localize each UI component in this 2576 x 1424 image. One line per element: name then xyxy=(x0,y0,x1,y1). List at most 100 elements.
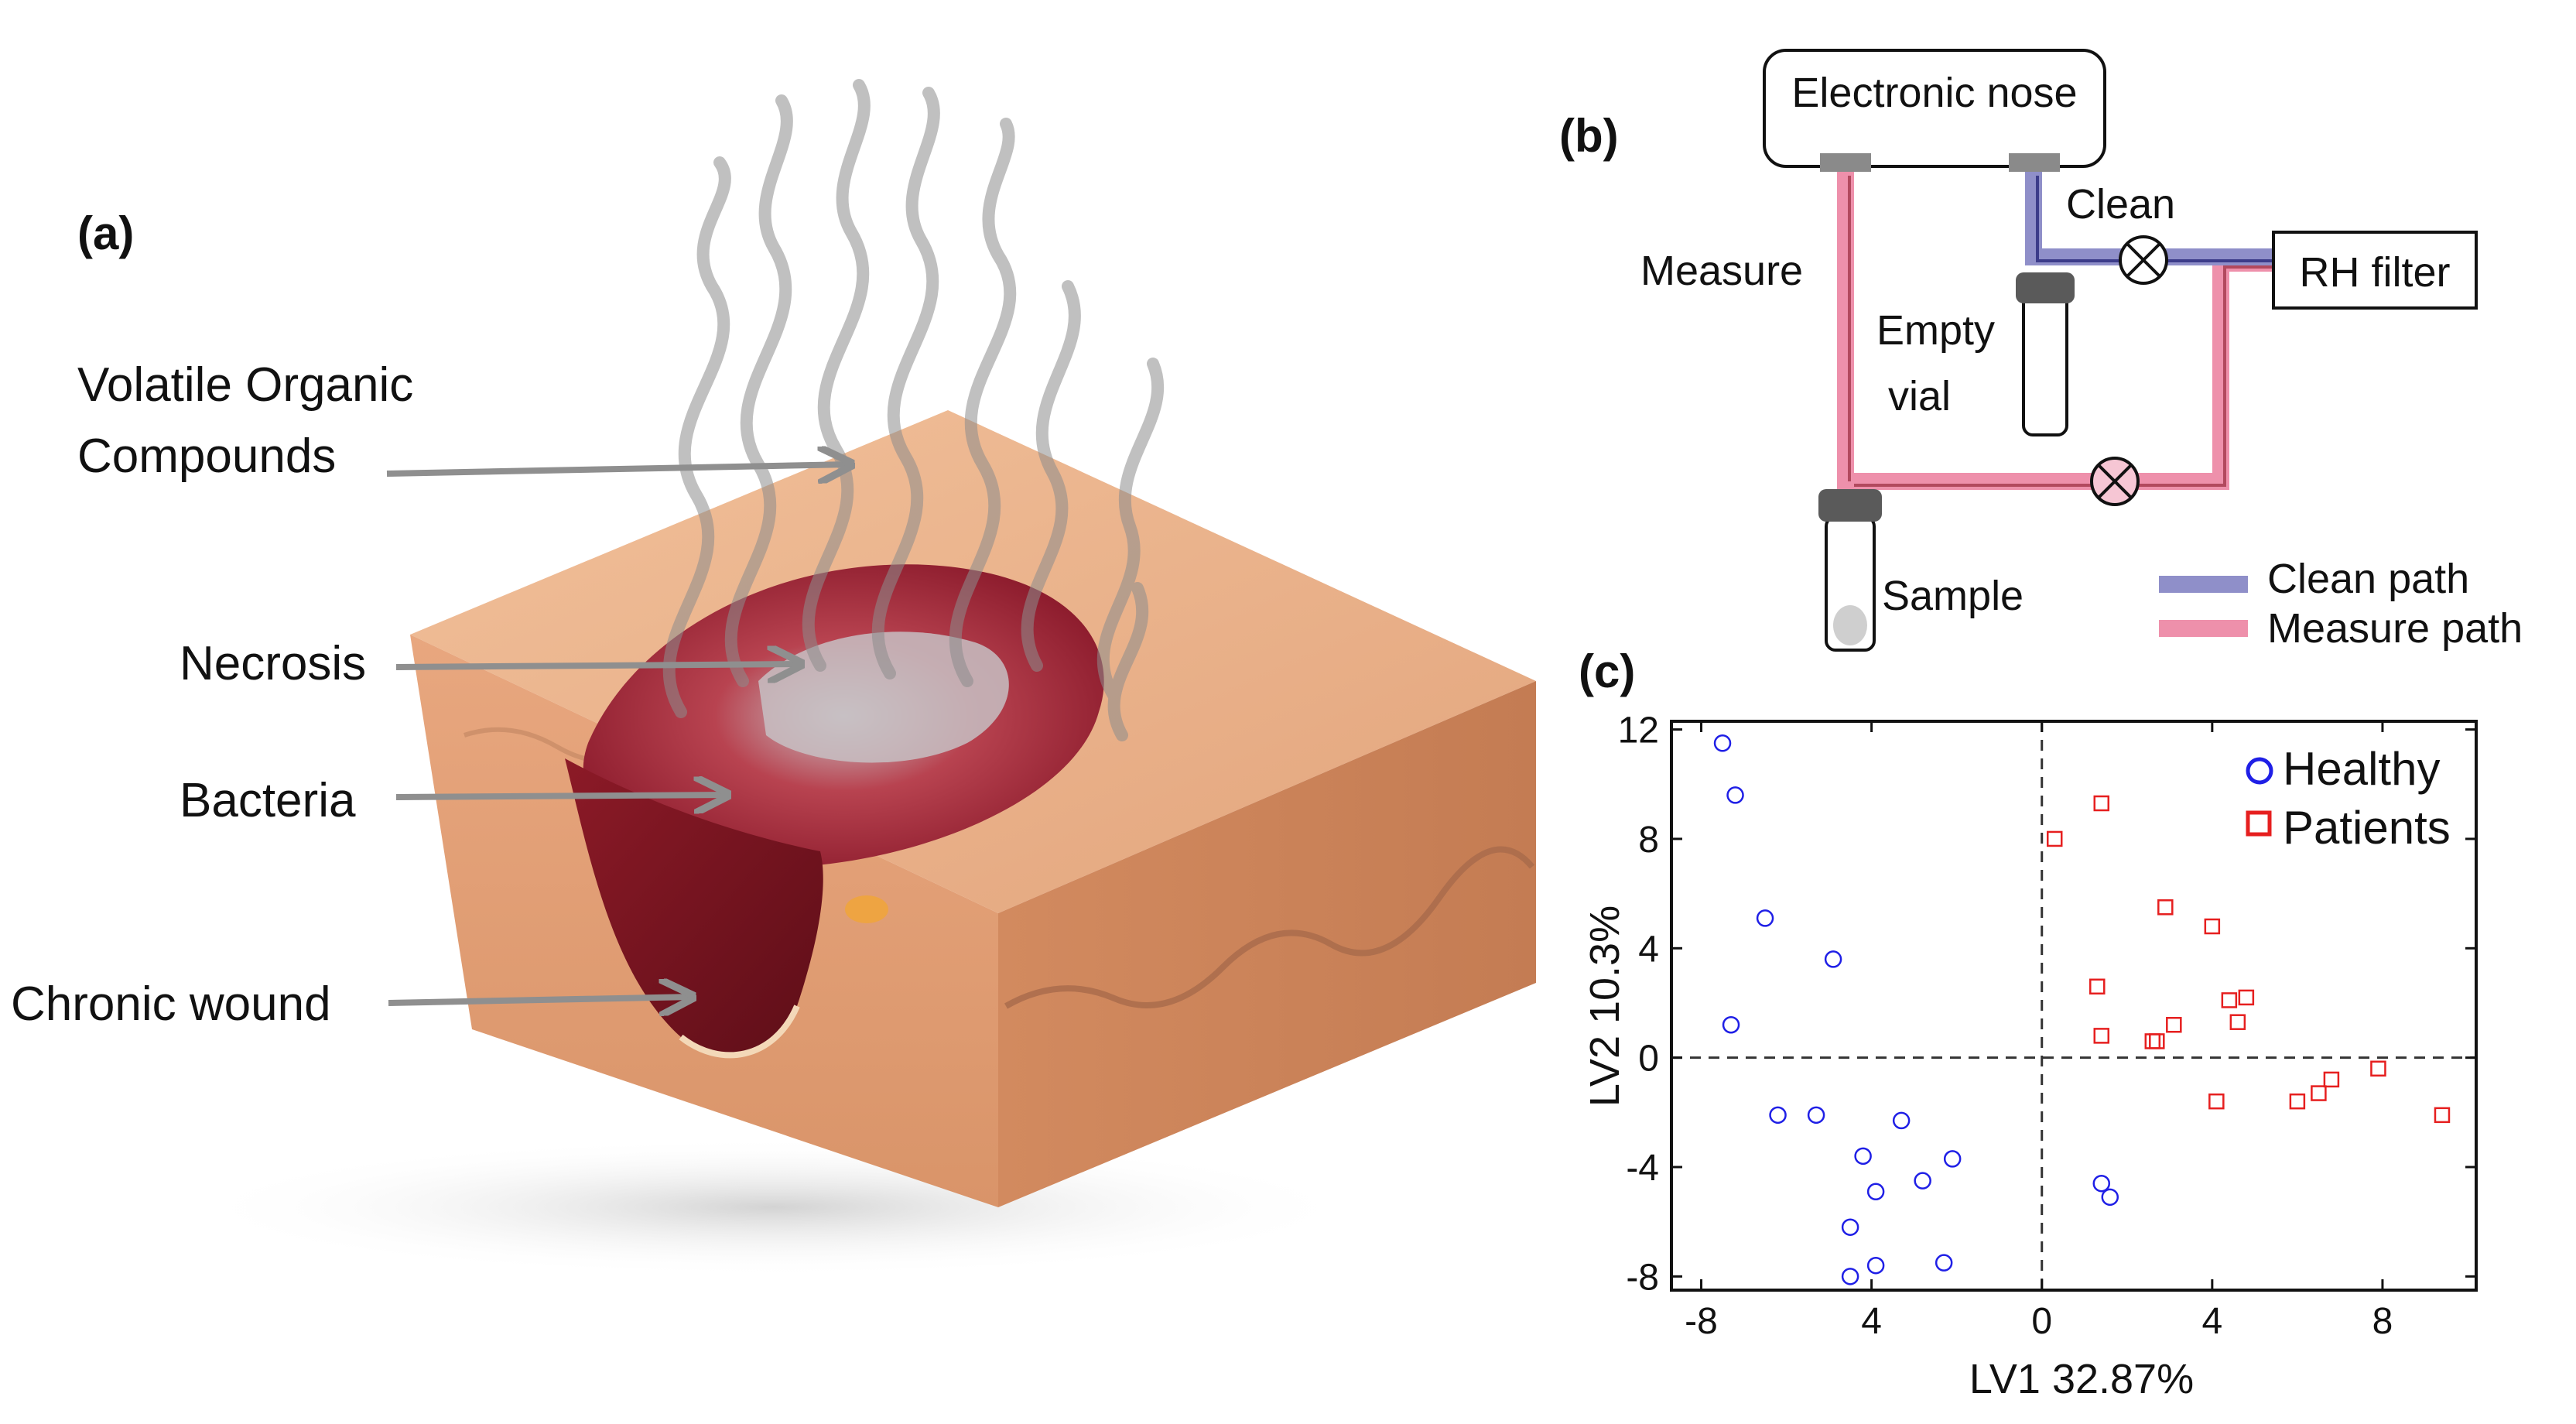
clean-valve-icon xyxy=(2119,235,2168,285)
clean-label: Clean xyxy=(2066,181,2175,228)
vapor-wisps xyxy=(662,79,1164,741)
y-tick-label: 4 xyxy=(1638,929,1659,970)
healthy-point xyxy=(1722,1015,1740,1034)
healthy-point xyxy=(1841,1218,1859,1236)
legend-healthy-marker xyxy=(2246,757,2273,785)
healthy-point xyxy=(1935,1254,1953,1272)
electronic-nose-label: Electronic nose xyxy=(1791,70,2077,116)
patients-point xyxy=(2434,1107,2451,1124)
rh-filter-box xyxy=(2272,231,2478,310)
y-axis-label: LV2 10.3% xyxy=(1582,905,1628,1107)
y-tick-label: -4 xyxy=(1626,1148,1659,1189)
patients-point xyxy=(2221,992,2238,1008)
panel-a: (a) Volatile Organic Compounds Necrosis … xyxy=(11,79,1536,1277)
empty-vial-icon xyxy=(2016,272,2075,436)
y-tick-label: -8 xyxy=(1626,1257,1659,1298)
sample-label: Sample xyxy=(1882,573,2024,619)
electronic-nose-box xyxy=(1763,49,2106,168)
patients-point xyxy=(2229,1014,2246,1030)
ground-shadow xyxy=(186,1138,1362,1277)
plot-frame xyxy=(1670,720,2478,1292)
x-axis-label: LV1 32.87% xyxy=(1969,1356,2194,1402)
measure-valve-icon xyxy=(2090,457,2140,506)
patients-point xyxy=(2323,1071,2340,1088)
legend-measure-path: Measure path xyxy=(2267,605,2523,652)
necrosis-arrow xyxy=(395,664,801,667)
healthy-point xyxy=(1854,1147,1872,1166)
y-tick-label: 8 xyxy=(1638,820,1659,861)
empty-vial-label: Empty xyxy=(1876,307,1995,354)
patients-point xyxy=(2208,1093,2225,1110)
healthy-point xyxy=(2101,1188,2119,1207)
healthy-point xyxy=(1713,734,1732,752)
bacteria-spot xyxy=(845,895,888,923)
reference-lines xyxy=(1671,721,2476,1290)
empty-vial-label: vial xyxy=(1888,373,1951,419)
chronic-wound-cavity xyxy=(565,758,823,1056)
healthy-point xyxy=(1914,1172,1931,1190)
bacteria-arrow xyxy=(395,795,727,797)
legend-clean-path: Clean path xyxy=(2267,556,2469,602)
healthy-point xyxy=(1841,1268,1859,1285)
x-tick-label: -8 xyxy=(1685,1301,1718,1342)
x-tick-label: 8 xyxy=(2372,1301,2393,1342)
healthy-point xyxy=(2092,1174,2111,1193)
clean-path xyxy=(2025,172,2277,265)
callout-arrows xyxy=(386,464,851,1003)
patients-point xyxy=(2093,1028,2110,1044)
chronic-wound-rim xyxy=(679,1005,800,1059)
patients-point xyxy=(2149,1033,2165,1049)
patients-point xyxy=(2289,1093,2306,1110)
panel-c: (c) -8 4 0 4 8 12 8 4 0 -4 -8 LV1 32.87% LV2 10.3%… xyxy=(1579,645,2478,1402)
panel-b-label: (b) xyxy=(1559,110,1619,162)
measure-label: Measure xyxy=(1640,248,1803,294)
patients-point xyxy=(2157,899,2174,916)
patients-point xyxy=(2166,1016,2182,1033)
healthy-point xyxy=(1769,1106,1787,1124)
x-tick-label: 4 xyxy=(1861,1301,1882,1342)
healthy-point xyxy=(1943,1150,1962,1168)
patients-point xyxy=(2046,830,2063,847)
data-points xyxy=(1713,734,2451,1285)
voc-label: Compounds xyxy=(77,430,336,483)
healthy-point xyxy=(1866,1256,1885,1275)
necrosis-label: Necrosis xyxy=(180,637,366,690)
panel-c-label: (c) xyxy=(1579,645,1635,697)
patients-point xyxy=(2238,989,2255,1006)
sample-vial-icon xyxy=(1818,489,1882,652)
skin-block-right xyxy=(998,681,1536,1207)
skin-layer-line xyxy=(1004,846,1535,1009)
chronic-wound-arrow xyxy=(388,997,693,1003)
patients-point xyxy=(2370,1060,2386,1077)
voc-arrow xyxy=(386,464,851,474)
legend-patients-marker xyxy=(2246,810,2272,837)
y-tick-label: 12 xyxy=(1618,710,1659,751)
patients-point xyxy=(2089,978,2106,995)
healthy-point xyxy=(1756,909,1774,927)
patients-point xyxy=(2204,918,2221,935)
skin-block-illustration xyxy=(410,410,1536,1207)
healthy-point xyxy=(1824,950,1842,968)
voc-label: Volatile Organic xyxy=(77,358,413,412)
panel-b: (b) Electronic nose RH fi xyxy=(1559,49,2523,652)
scatter-legend: Healthy Patients xyxy=(2246,743,2451,854)
rh-filter-label: RH filter xyxy=(2299,249,2450,296)
path-legend: Clean path Measure path xyxy=(2159,556,2523,652)
y-tick-label: 0 xyxy=(1638,1039,1659,1080)
bacteria-label: Bacteria xyxy=(180,774,356,827)
nose-port-left xyxy=(1820,153,1871,172)
x-tick-label: 0 xyxy=(2031,1301,2052,1342)
axis-ticks: -8 4 0 4 8 12 8 4 0 -4 -8 xyxy=(1618,710,2476,1342)
panel-a-label: (a) xyxy=(77,207,134,259)
healthy-point xyxy=(1807,1106,1825,1124)
nose-port-right xyxy=(2009,153,2060,172)
healthy-point xyxy=(1726,786,1744,804)
legend-healthy-label: Healthy xyxy=(2283,743,2440,795)
patients-point xyxy=(2311,1085,2327,1101)
healthy-point xyxy=(1892,1111,1911,1130)
x-tick-label: 4 xyxy=(2201,1301,2222,1342)
chronic-wound-label: Chronic wound xyxy=(11,977,331,1031)
patients-point xyxy=(2093,795,2110,812)
healthy-point xyxy=(1866,1183,1885,1201)
